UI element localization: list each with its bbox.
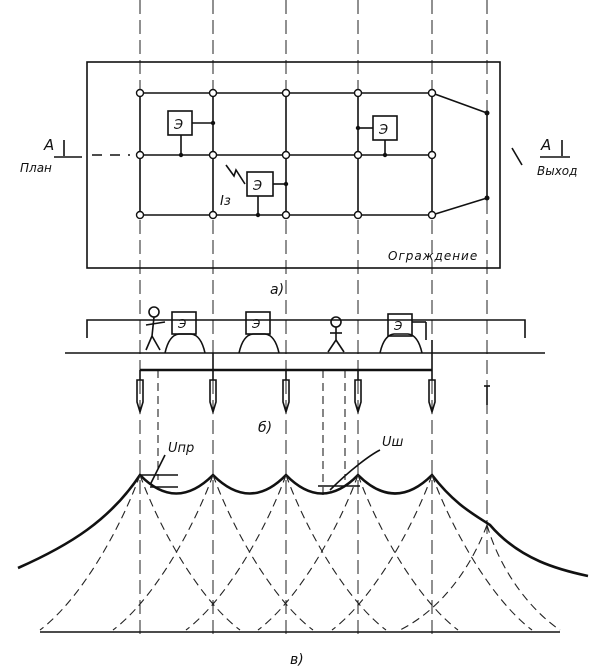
grid-nodes (135, 88, 490, 220)
equipment-label: Э (177, 317, 187, 331)
equipment-box-1: Э (167, 110, 216, 158)
panel-c-label: в) (290, 652, 304, 668)
panel-a-label: а) (270, 282, 284, 298)
potential-envelope (17, 472, 589, 578)
equipment-box-3: Э (225, 164, 289, 218)
equipment-label: Э (393, 319, 403, 333)
plan-label: План (20, 161, 52, 175)
person-icon (145, 306, 166, 351)
equipment-label: Э (251, 317, 261, 331)
fault-arrow-icon (225, 164, 246, 185)
person-icon (327, 316, 345, 353)
potential-distribution: Uпр Uш в) (17, 435, 589, 668)
section-mark-right: А (540, 136, 551, 154)
equipment-box-2: Э (355, 115, 398, 158)
touch-voltage-label: Uпр (168, 441, 194, 456)
equipment-sections: Э Э Э (164, 311, 427, 354)
section-view: Э Э Э б) (65, 306, 545, 436)
electrodes (136, 340, 490, 415)
exit-label: Выход (537, 164, 577, 178)
section-mark-left: А (43, 136, 54, 154)
fault-current-label: Iз (220, 194, 231, 209)
panel-b-label: б) (258, 420, 272, 436)
equipment-label: Э (252, 179, 262, 194)
step-voltage-label: Uш (382, 435, 404, 450)
equipment-label: Э (378, 123, 388, 138)
equipment-label: Э (173, 118, 183, 133)
fence-label: Ограждение (388, 249, 478, 263)
fence-outline (86, 61, 501, 269)
plan-view: Э Э Э Iз А План А Выход Ограждение а) (20, 61, 577, 298)
